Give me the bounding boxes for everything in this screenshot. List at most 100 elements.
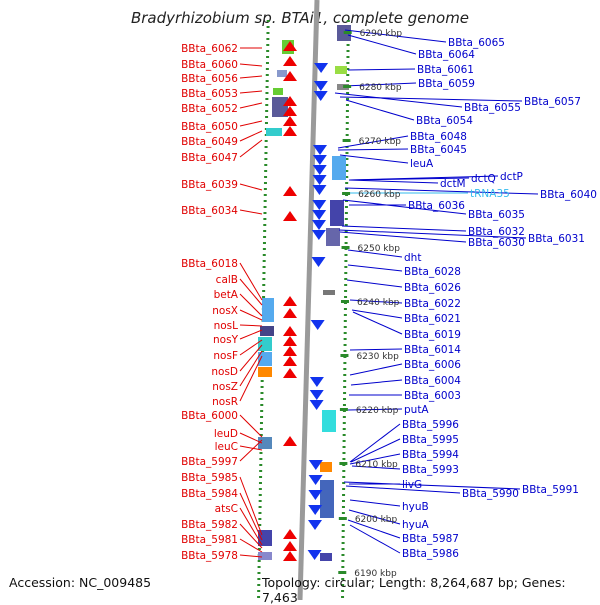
right-gene-label[interactable]: putA — [404, 404, 429, 416]
right-gene-label[interactable]: BBta_6036 — [408, 200, 465, 212]
right-gene-label[interactable]: BBta_6021 — [404, 313, 461, 325]
right-leader-line — [339, 96, 523, 102]
right-gene-label[interactable]: BBta_6032 — [468, 226, 525, 238]
right-gene-label[interactable]: hyuA — [402, 519, 430, 531]
right-gene-label[interactable]: BBta_6064 — [418, 49, 475, 61]
left-gene-label[interactable]: leuD — [214, 428, 238, 440]
right-gene-label[interactable]: dctP — [500, 171, 523, 183]
right-leader-line — [341, 225, 467, 232]
left-gene-label[interactable]: BBta_5985 — [181, 472, 238, 484]
right-gene-label[interactable]: BBta_6055 — [464, 102, 521, 114]
left-gene-label[interactable]: BBta_5984 — [181, 488, 238, 500]
scale-tick-mark — [339, 462, 348, 465]
right-leader-line — [347, 34, 417, 55]
right-gene-label[interactable]: BBta_5993 — [402, 464, 459, 476]
left-gene-label[interactable]: BBta_6053 — [181, 88, 238, 100]
right-gene-label[interactable]: BBta_6061 — [417, 64, 474, 76]
scale-tick-label: 6280 kbp — [359, 83, 402, 93]
forward-gene-arrow — [283, 106, 297, 116]
track-dot — [345, 188, 349, 190]
right-leader-line — [345, 485, 461, 494]
right-gene-label[interactable]: BBta_6014 — [404, 344, 461, 356]
left-gene-label[interactable]: BBta_5978 — [181, 550, 238, 562]
right-gene-label[interactable]: leuA — [410, 158, 434, 170]
right-gene-label[interactable]: BBta_6059 — [418, 78, 475, 90]
left-gene-label[interactable]: nosD — [211, 366, 238, 378]
right-gene-label[interactable]: BBta_6022 — [404, 298, 461, 310]
left-gene-label[interactable]: nosF — [213, 350, 238, 362]
left-gene-label[interactable]: BBta_6049 — [181, 136, 238, 148]
track-dot — [257, 566, 261, 568]
forward-gene-arrow — [283, 116, 297, 126]
right-gene-label[interactable]: BBta_5986 — [402, 548, 459, 560]
left-gene-label[interactable]: BBta_6047 — [181, 152, 238, 164]
right-gene-label[interactable]: dctQ — [471, 173, 496, 185]
right-gene-label[interactable]: BBta_6057 — [524, 96, 581, 108]
right-gene-label[interactable]: hyuB — [402, 501, 429, 513]
right-gene-label[interactable]: dctM — [440, 178, 466, 190]
left-gene-label[interactable]: atsC — [215, 503, 238, 515]
right-gene-label[interactable]: BBta_6048 — [410, 131, 467, 143]
left-gene-label[interactable]: nosR — [212, 396, 238, 408]
right-gene-label[interactable]: BBta_6019 — [404, 329, 461, 341]
track-dot — [263, 230, 267, 232]
left-gene-label[interactable]: calB — [216, 274, 238, 286]
right-gene-label[interactable]: BBta_6045 — [410, 144, 467, 156]
right-gene-label[interactable]: BBta_5991 — [522, 484, 579, 496]
right-leader-line — [343, 82, 417, 87]
track-dot — [342, 422, 346, 424]
right-gene-label[interactable]: BBta_6004 — [404, 375, 461, 387]
right-gene-label[interactable]: BBta_5994 — [402, 449, 459, 461]
right-gene-label[interactable]: livG — [402, 479, 422, 491]
left-gene-label[interactable]: BBta_6034 — [181, 205, 238, 217]
right-gene-label[interactable]: BBta_6030 — [468, 237, 525, 249]
left-gene-label[interactable]: betA — [214, 289, 239, 301]
left-gene-label[interactable]: nosZ — [212, 381, 238, 393]
left-gene-label[interactable]: BBta_6056 — [181, 73, 238, 85]
right-gene-label[interactable]: BBta_6003 — [404, 390, 461, 402]
left-gene-label[interactable]: BBta_5981 — [181, 534, 238, 546]
right-gene-label[interactable]: BBta_5995 — [402, 434, 459, 446]
left-gene-label[interactable]: nosY — [213, 334, 239, 346]
left-gene-label[interactable]: BBta_6000 — [181, 410, 238, 422]
left-gene-label[interactable]: BBta_6018 — [181, 258, 238, 270]
left-gene-label[interactable]: nosL — [214, 320, 239, 332]
right-gene-label[interactable]: tRNA35 — [470, 188, 510, 200]
left-gene-label[interactable]: leuC — [215, 441, 238, 453]
track-dot — [262, 260, 266, 262]
right-gene-label[interactable]: BBta_5987 — [402, 533, 459, 545]
left-gene-label[interactable]: BBta_6039 — [181, 179, 238, 191]
left-gene-label[interactable]: BBta_6052 — [181, 103, 238, 115]
right-gene-label[interactable]: BBta_6054 — [416, 115, 473, 127]
left-gene-label[interactable]: BBta_5982 — [181, 519, 238, 531]
left-gene-label[interactable]: BBta_6050 — [181, 121, 238, 133]
right-gene-label[interactable]: BBta_6065 — [448, 37, 505, 49]
right-gene-label[interactable]: BBta_6040 — [540, 189, 597, 201]
track-dot — [345, 128, 349, 130]
track-dot — [343, 386, 347, 388]
track-dot — [341, 548, 345, 550]
right-gene-label[interactable]: BBta_6035 — [468, 209, 525, 221]
right-gene-label[interactable]: BBta_5996 — [402, 419, 459, 431]
track-dot — [345, 164, 349, 166]
right-gene-label[interactable]: dht — [404, 252, 421, 264]
left-gene-label[interactable]: BBta_6060 — [181, 59, 238, 71]
track-dot — [259, 434, 263, 436]
right-gene-label[interactable]: BBta_6028 — [404, 266, 461, 278]
left-leader-line — [239, 75, 263, 79]
track-dot — [343, 368, 347, 370]
forward-gene-arrow — [283, 186, 297, 196]
right-gene-label[interactable]: BBta_6031 — [528, 233, 585, 245]
right-gene-label[interactable]: BBta_5990 — [462, 488, 519, 500]
track-dot — [260, 398, 264, 400]
right-leader-line — [349, 499, 401, 507]
left-gene-label[interactable]: BBta_5997 — [181, 456, 238, 468]
right-gene-label[interactable]: BBta_6026 — [404, 282, 461, 294]
left-gene-label[interactable]: nosX — [212, 305, 238, 317]
track-dot — [342, 500, 345, 502]
track-dot — [343, 392, 347, 394]
right-gene-label[interactable]: BBta_6006 — [404, 359, 461, 371]
left-gene-label[interactable]: BBta_6062 — [181, 43, 238, 55]
right-leader-line — [344, 187, 539, 195]
